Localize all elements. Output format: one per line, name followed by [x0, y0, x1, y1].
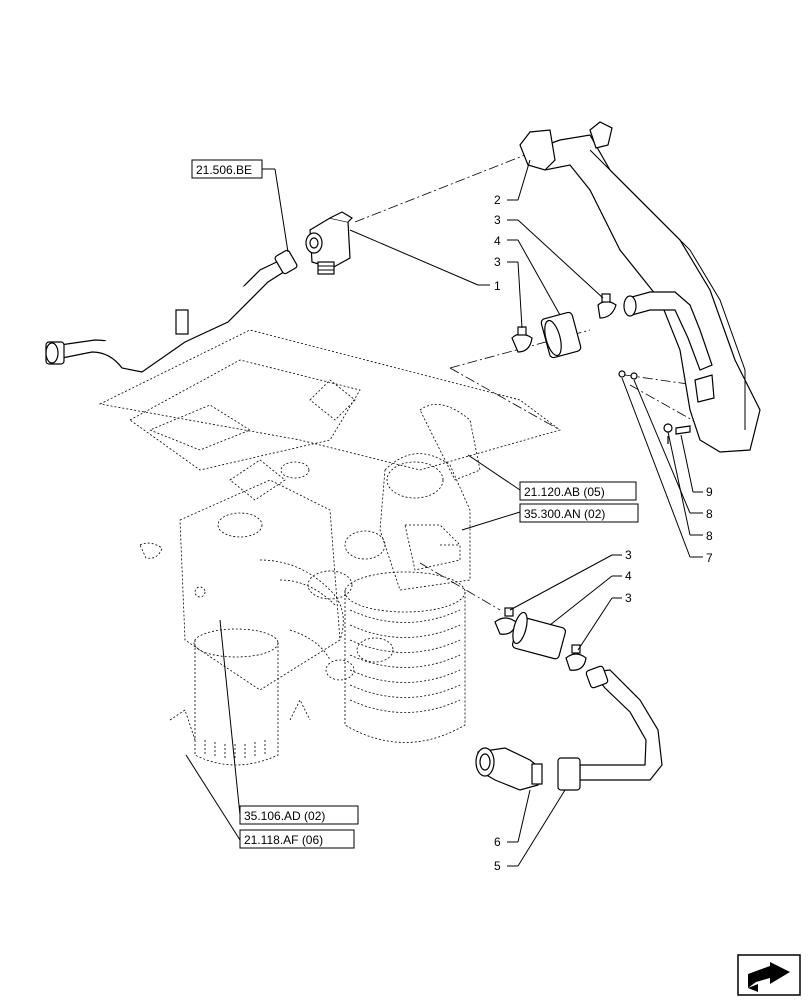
- reference-35300an[interactable]: 35.300.AN (02): [519, 503, 639, 523]
- reference-35106ad[interactable]: 35.106.AD (02): [239, 805, 359, 825]
- reference-21118af-label: 21.118.AF (06): [244, 833, 323, 847]
- callout-3: 3: [625, 548, 632, 562]
- callout-4: 4: [494, 234, 501, 248]
- callout-7: 7: [706, 551, 713, 565]
- reference-21506be-label: 21.506.BE: [196, 163, 252, 177]
- callout-8: 8: [706, 529, 713, 543]
- callout-numbers: 1 2 3 4 3 9 8 8 7 3 4 3 6 5: [494, 193, 713, 873]
- callout-5: 5: [494, 859, 501, 873]
- callout-3: 3: [494, 255, 501, 269]
- callout-4: 4: [625, 569, 632, 583]
- reference-21506be[interactable]: 21.506.BE: [191, 159, 263, 179]
- part-1-tee-fitting: [305, 211, 353, 275]
- callout-6: 6: [494, 835, 501, 849]
- part-5-6-lower-pipe: [475, 665, 663, 791]
- engine-ghost-outline: [98, 329, 561, 766]
- callout-3: 3: [625, 591, 632, 605]
- reference-35106ad-label: 35.106.AD (02): [244, 809, 325, 823]
- callout-3: 3: [494, 213, 501, 227]
- callout-9: 9: [706, 485, 713, 499]
- callout-1: 1: [494, 279, 501, 293]
- reference-21120ab[interactable]: 21.120.AB (05): [519, 481, 637, 501]
- inlet-pipe-21506: [45, 249, 298, 373]
- reference-35300an-label: 35.300.AN (02): [524, 507, 605, 521]
- part-2-return-pipe: [519, 121, 761, 453]
- leader-lines: [185, 159, 703, 867]
- upper-hose-set: [511, 291, 713, 444]
- reference-21118af[interactable]: 21.118.AF (06): [239, 829, 355, 849]
- reference-21120ab-label: 21.120.AB (05): [524, 485, 605, 499]
- callout-2: 2: [494, 193, 501, 207]
- next-page-arrow-icon[interactable]: [737, 954, 801, 996]
- callout-8: 8: [706, 507, 713, 521]
- lower-hose-set: [494, 607, 587, 671]
